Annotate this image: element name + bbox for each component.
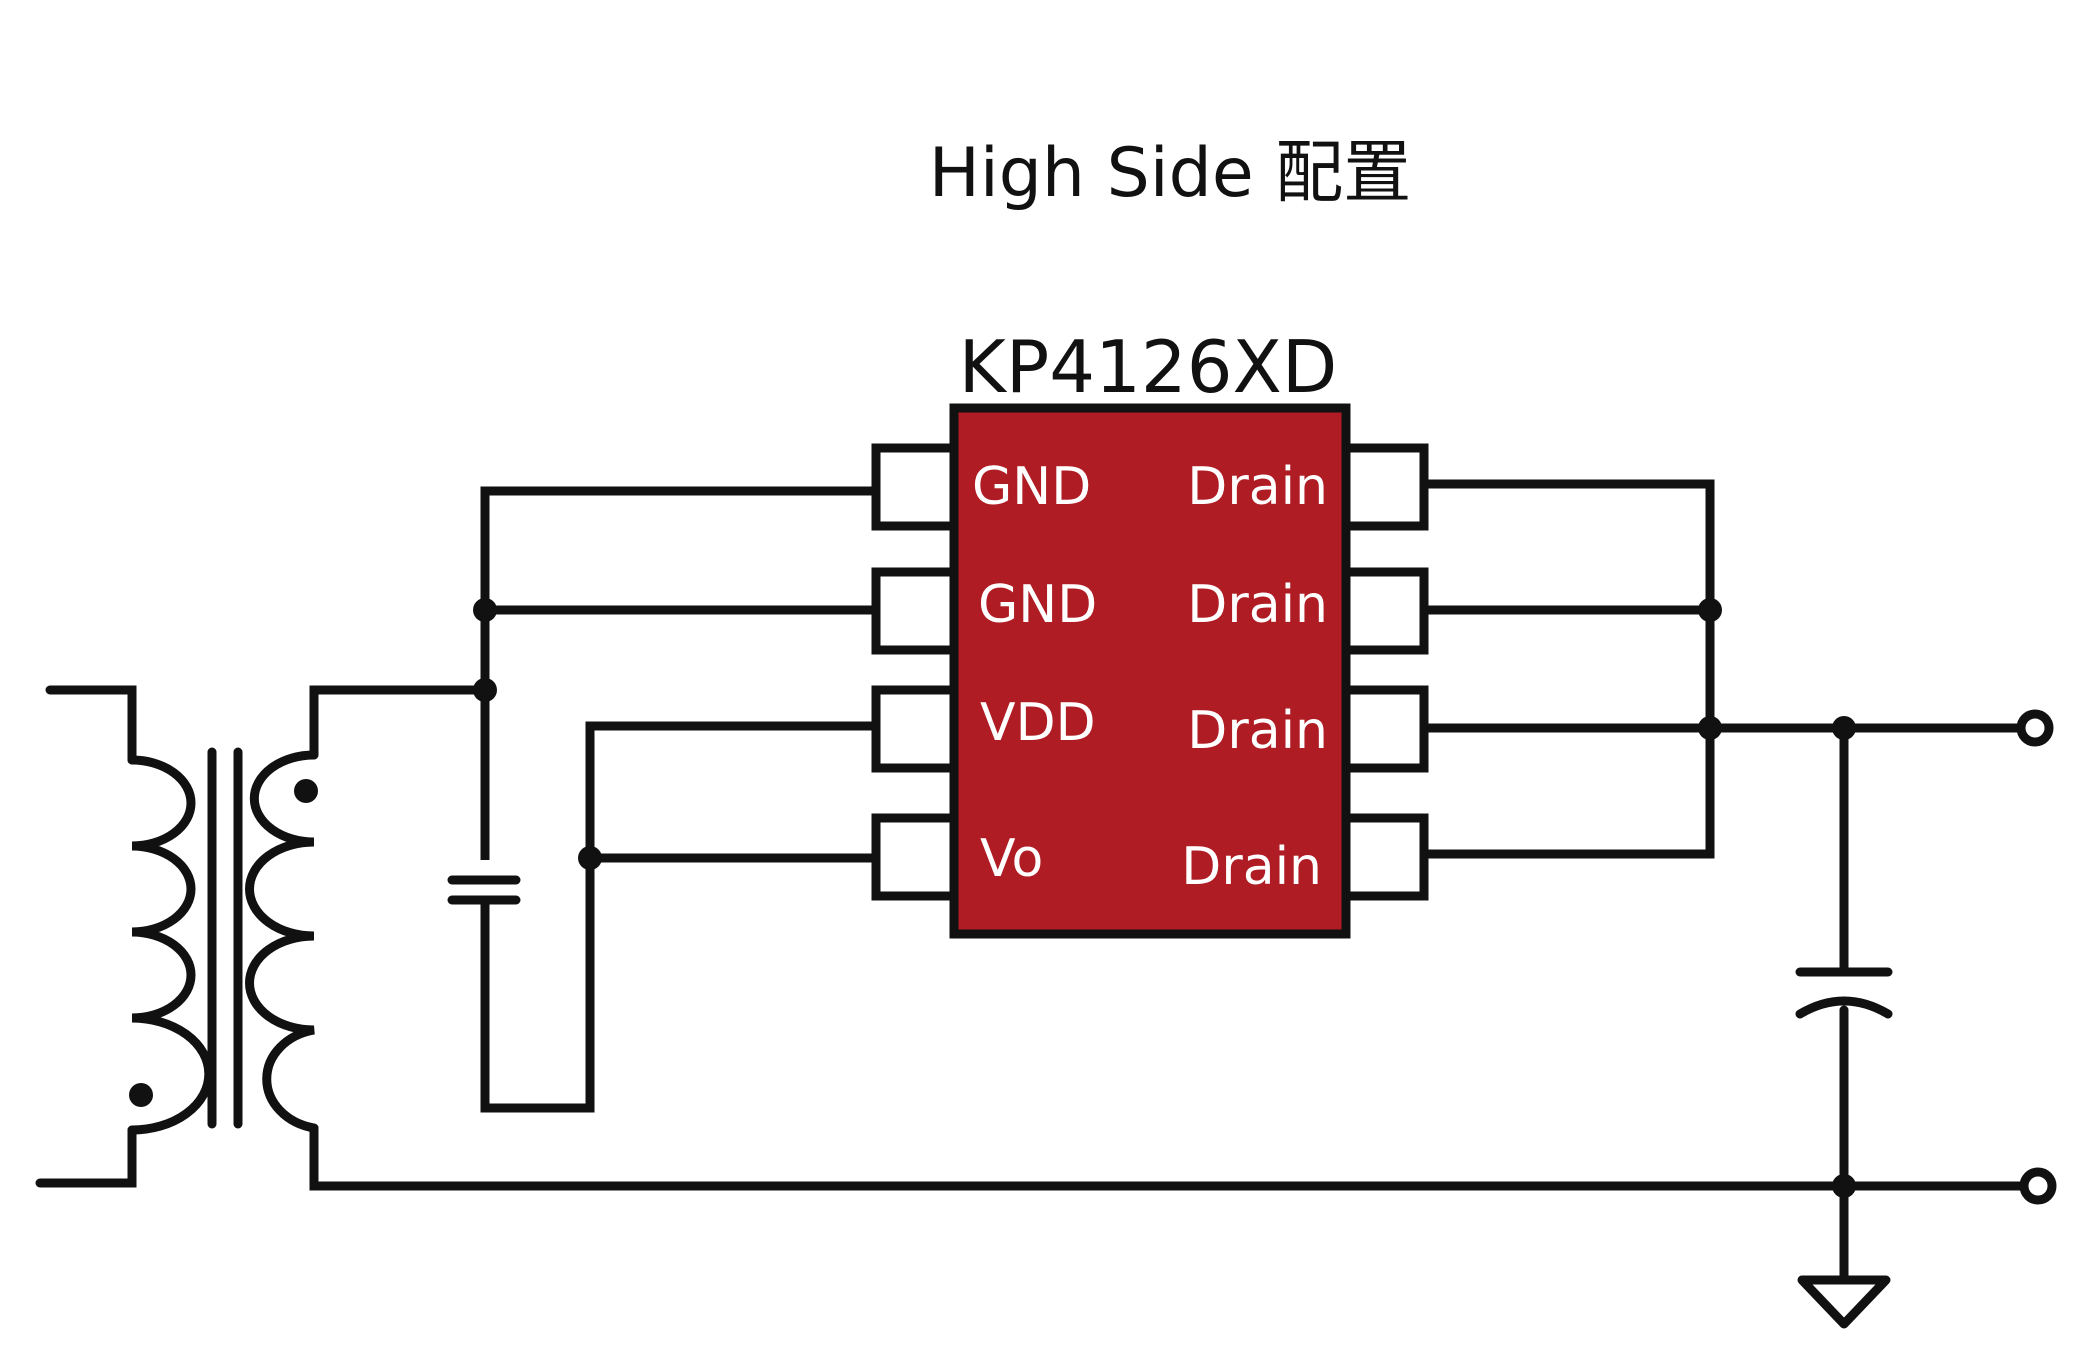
pin-label-right-3: Drain — [1187, 701, 1328, 761]
pin-label-left-1: GND — [972, 457, 1091, 517]
capacitor-output — [1795, 967, 1893, 1019]
pin-right-3 — [1341, 685, 1429, 773]
ground-symbol — [1797, 1275, 1891, 1329]
junction-secondary — [473, 678, 497, 702]
junction-outcap-bottom — [1832, 1174, 1856, 1198]
wires — [35, 479, 2040, 1285]
wire-secondary-top — [309, 685, 490, 760]
chip-body — [949, 403, 1351, 939]
wire-primary-bottom — [35, 1125, 137, 1188]
pin-right-2 — [1341, 567, 1429, 655]
wire-gnd1-cap-vdd — [480, 486, 879, 1113]
polarity-dot-primary — [129, 1083, 153, 1107]
pin-label-left-2: GND — [978, 575, 1097, 635]
pin-left-3 — [871, 685, 959, 773]
polarity-dot-secondary — [294, 779, 318, 803]
pin-label-right-1: Drain — [1187, 457, 1328, 517]
junction-gnd2 — [473, 598, 497, 622]
pin-label-left-3: VDD — [980, 693, 1096, 753]
pin-label-left-4: Vo — [980, 829, 1043, 889]
output-terminals — [2016, 709, 2057, 1205]
junction-drain2 — [1698, 598, 1722, 622]
wire-drain-bus — [1419, 479, 1715, 859]
pin-left-1 — [871, 443, 959, 531]
transformer — [127, 747, 319, 1135]
pin-label-right-2: Drain — [1187, 575, 1328, 635]
output-terminal-positive — [2016, 709, 2054, 747]
junctions — [473, 598, 1856, 1198]
chip-part-number: KP4126XD — [959, 325, 1338, 409]
capacitor-c1 — [447, 860, 521, 905]
pin-left-2 — [871, 567, 959, 655]
primary-coil — [127, 755, 214, 1135]
pin-right-1 — [1341, 443, 1429, 531]
junction-drain3 — [1698, 716, 1722, 740]
junction-vo — [578, 846, 602, 870]
pin-label-right-4: Drain — [1181, 837, 1322, 897]
chip-pins — [871, 443, 1429, 901]
pin-right-4 — [1341, 813, 1429, 901]
pin-left-4 — [871, 813, 959, 901]
output-terminal-negative — [2019, 1167, 2057, 1205]
secondary-coil — [245, 750, 319, 1133]
junction-outcap-top — [1832, 716, 1856, 740]
wire-primary-top — [45, 685, 137, 765]
wire-bottom-rail — [309, 1123, 2040, 1191]
diagram-title: High Side 配置 — [929, 134, 1412, 213]
